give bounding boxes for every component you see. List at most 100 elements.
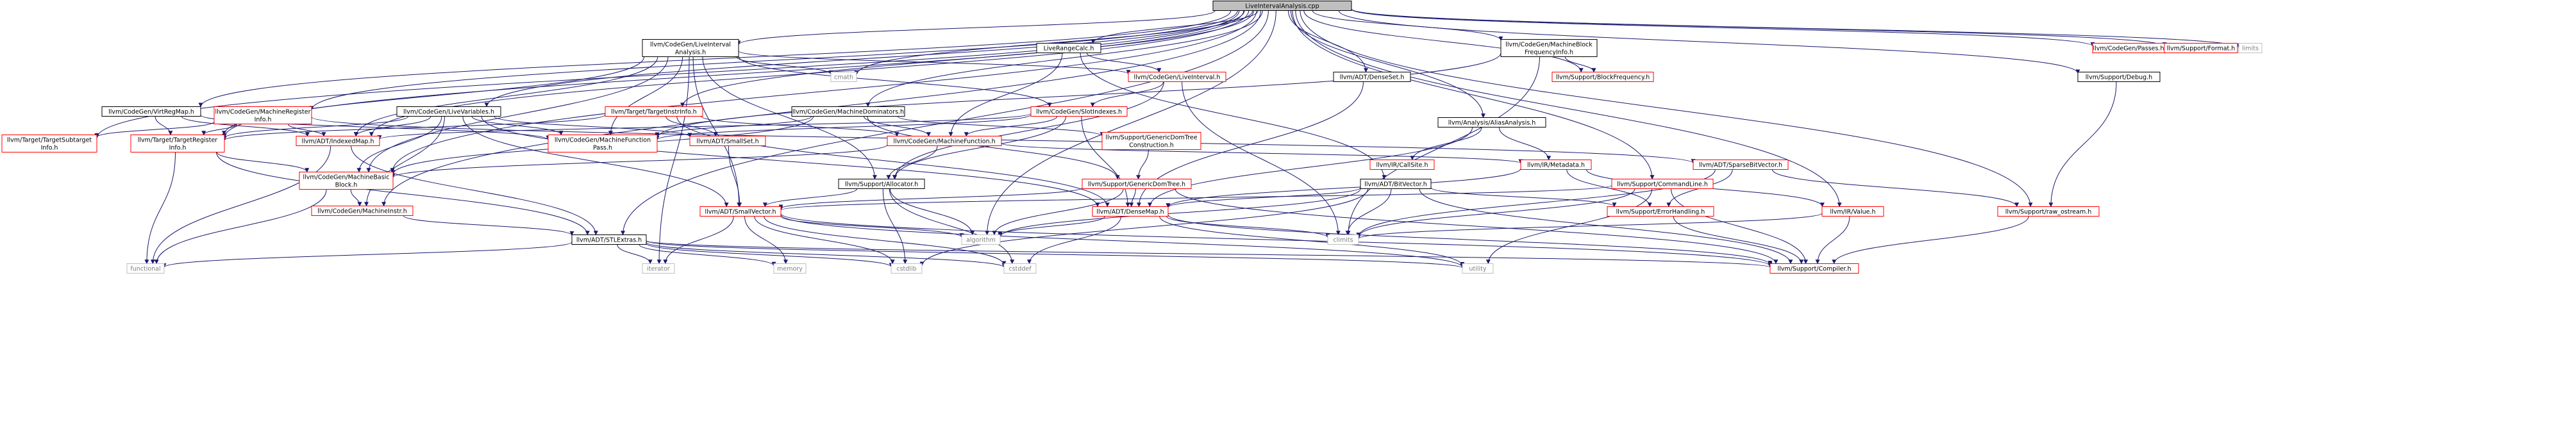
node-smallset[interactable]: llvm/ADT/SmallSet.h [689,136,766,146]
edge-indexedmap-to-functional [150,145,331,265]
node-metadata[interactable]: llvm/IR/Metadata.h [1520,160,1592,170]
edge-aa-to-densemap [1147,127,1473,208]
node-gdtc[interactable]: llvm/Support/GenericDomTreeConstruction.… [1101,132,1201,150]
edge-smallvector-to-cstddef [764,216,1007,266]
edge-virtreg-to-indexedmap [181,116,310,137]
edge-lia_h-to-slotindexes [738,56,1052,108]
edge-livevars-to-mfpass [471,116,564,136]
node-virtreg[interactable]: llvm/CodeGen/VirtRegMap.h [101,106,201,117]
edge-root-to-algorithm [985,10,1276,236]
node-mi[interactable]: llvm/CodeGen/MachineInstr.h [311,206,414,216]
edge-smallset-to-smallvector [728,145,742,208]
node-errorhandling[interactable]: llvm/Support/ErrorHandling.h [1607,206,1714,217]
node-iterator-box [642,263,675,274]
node-callsite-label-0: llvm/IR/CallSite.h [1376,162,1428,169]
node-compiler-label-0: llvm/Support/Compiler.h [1777,266,1851,273]
node-functional-box [126,263,165,274]
edge-cmdline-to-smallvector [778,185,1612,211]
node-irvalue[interactable]: llvm/IR/Value.h [1821,206,1884,217]
node-cstddef-label-0: cstddef [1008,266,1032,273]
node-root[interactable]: LiveIntervalAnalysis.cpp [1212,1,1352,11]
node-densesetH[interactable]: llvm/ADT/DenseSet.h [1333,72,1411,82]
node-slotindexes[interactable]: llvm/CodeGen/SlotIndexes.h [1030,106,1128,117]
edge-bitvector-to-cstdlib [919,188,1369,267]
node-mf[interactable]: llvm/CodeGen/MachineFunction.h [887,136,1002,146]
node-liverangecalc[interactable]: LiveRangeCalc.h [1036,43,1101,53]
node-livevars[interactable]: llvm/CodeGen/LiveVariables.h [396,106,501,117]
node-gdt[interactable]: llvm/Support/GenericDomTree.h [1082,179,1192,189]
edge-stlextras-to-cstdlib [646,243,894,268]
edge-root-to-irvalue [1295,10,1842,208]
edge-livevars-to-mi [364,116,445,207]
edge-lia_h-to-cmath [736,56,833,75]
edge-metadata-to-densemap [1166,168,1521,208]
node-functional-label-0: functional [130,266,160,273]
node-mri-box [213,106,312,124]
node-tii[interactable]: llvm/Target/TargetInstrInfo.h [605,106,703,117]
edge-stlextras-to-functional [162,242,573,268]
node-smallvector[interactable]: llvm/ADT/SmallVector.h [699,206,782,217]
node-cstddef-box [1003,263,1037,274]
node-cstdlib-box [891,263,923,274]
node-bitvector[interactable]: llvm/ADT/BitVector.h [1360,179,1432,189]
node-root-box [1212,1,1352,11]
edge-root-to-passes [1351,8,2095,47]
node-debug-label-0: llvm/Support/Debug.h [2086,74,2152,81]
edge-tri-to-stlextras [216,152,590,236]
edge-livevars-to-densemap [481,116,1100,208]
edge-mi-to-stlextras [403,215,574,236]
edge-root-to-mbb [390,10,1257,173]
edge-root-to-lia_h [736,10,1216,45]
node-rawostream[interactable]: llvm/Support/raw_ostream.h [1997,206,2100,217]
node-mbb-label-1: Block.h [335,182,358,189]
edge-stlextras-to-iterator [617,244,653,265]
edge-indexedmap-to-stlextras [351,145,598,236]
node-aa[interactable]: llvm/Analysis/AliasAnalysis.h [1437,117,1546,127]
edge-root-to-mri [309,10,1238,111]
node-sparsebv[interactable]: llvm/ADT/SparseBitVector.h [1693,160,1789,170]
node-stlextras[interactable]: llvm/ADT/STLExtras.h [571,234,647,245]
node-liveinterval[interactable]: llvm/CodeGen/LiveInterval.h [1128,72,1226,82]
node-callsite-box [1369,160,1435,170]
node-passes[interactable]: llvm/CodeGen/Passes.h [2092,43,2165,53]
node-format[interactable]: llvm/Support/Format.h [2164,43,2238,53]
node-functional: functional [126,263,165,274]
edge-tii-to-smallset [665,116,718,137]
node-smallset-box [689,136,766,146]
node-debug[interactable]: llvm/Support/Debug.h [2077,72,2161,82]
node-callsite[interactable]: llvm/IR/CallSite.h [1369,160,1435,170]
edge-stlextras-to-cstddef [646,242,1007,268]
edge-liverangecalc-to-bitvector [1080,53,1387,180]
node-compiler[interactable]: llvm/Support/Compiler.h [1769,263,1859,274]
node-indexedmap[interactable]: llvm/ADT/IndexedMap.h [296,136,380,146]
node-cmdline[interactable]: llvm/Support/CommandLine.h [1611,179,1714,189]
node-blockfreq[interactable]: llvm/Support/BlockFrequency.h [1551,72,1654,82]
edge-densemap-to-cstddef [1027,216,1122,265]
edge-mdom-to-gdt [867,116,1120,180]
node-lia_h-label-1: Analysis.h [675,49,706,56]
edge-bitvector-to-algorithm [998,188,1361,238]
node-lia_h[interactable]: llvm/CodeGen/LiveIntervalAnalysis.h [642,39,739,57]
edge-tii-to-tri [222,114,606,141]
edge-cmdline-to-compiler [1670,188,1809,265]
node-irvalue-label-0: llvm/IR/Value.h [1830,209,1875,216]
node-mdom[interactable]: llvm/CodeGen/MachineDominators.h [791,106,905,117]
node-mi-box [311,206,414,216]
edge-root-to-limits [1351,8,2241,48]
node-densemap[interactable]: llvm/ADT/DenseMap.h [1092,206,1169,217]
node-utility-box [1462,263,1494,274]
edge-slotindexes-to-indexedmap [377,113,1032,140]
edge-lia_h-to-indexedmap [353,56,658,137]
node-tsi-box [1,135,97,152]
edge-lia_h-to-mbb [366,56,669,173]
node-format-box [2164,43,2238,53]
edge-errorhandling-to-compiler [1673,216,1804,265]
edge-root-to-liverangecalc [1091,10,1259,44]
node-allocator[interactable]: llvm/Support/Allocator.h [838,179,925,189]
